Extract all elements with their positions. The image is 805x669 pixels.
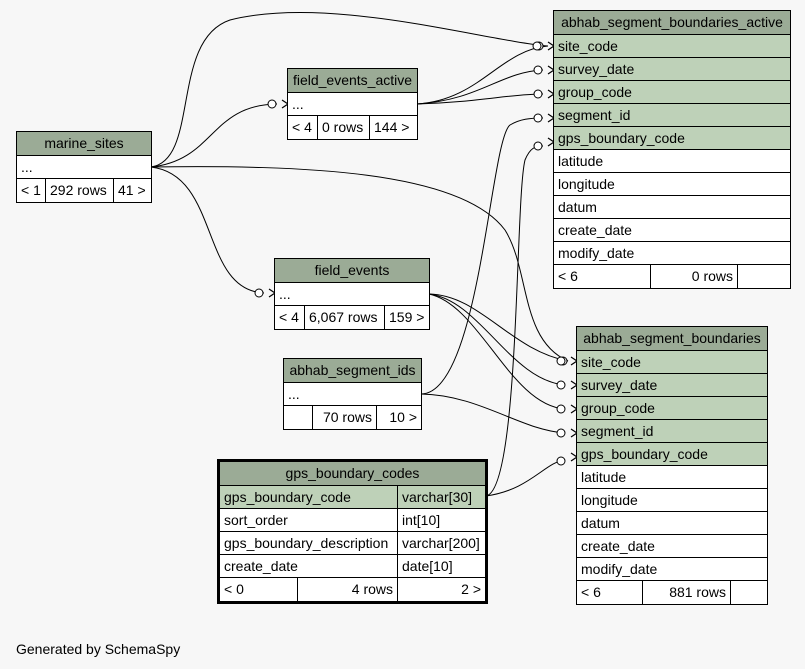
column-site-code: site_code xyxy=(554,35,790,58)
column-gps-boundary-code: gps_boundary_code xyxy=(554,127,790,150)
edge-segids-to-boundaries-segment-id xyxy=(420,393,566,434)
table-abhab-segment-boundaries-active[interactable]: abhab_segment_boundaries_active site_cod… xyxy=(553,10,791,289)
table-title[interactable]: marine_sites xyxy=(17,132,151,156)
table-footer: < 6 0 rows xyxy=(554,265,790,288)
column-latitude: latitude xyxy=(577,466,767,489)
table-title[interactable]: gps_boundary_codes xyxy=(220,462,485,486)
column-row: ... xyxy=(288,93,417,116)
table-field-events[interactable]: field_events ... < 4 6,067 rows 159 > xyxy=(274,258,430,330)
generated-by-text: Generated by SchemaSpy xyxy=(16,641,181,657)
edge-fea-to-active-survey-date xyxy=(416,69,544,105)
table-field-events-active[interactable]: field_events_active ... < 4 0 rows 144 > xyxy=(287,68,418,140)
column-create-date: create_date xyxy=(554,219,790,242)
table-title[interactable]: field_events xyxy=(275,259,429,283)
children-count[interactable]: 41 > xyxy=(118,182,146,198)
column-create-date: create_date xyxy=(577,535,767,558)
children-count[interactable]: 10 > xyxy=(389,409,417,425)
edge-marine-sites-to-field-events xyxy=(150,166,265,294)
edge-marine-sites-to-active-site-code xyxy=(150,12,549,168)
table-title[interactable]: field_events_active xyxy=(288,69,417,93)
edge-fe-to-boundaries-group-code xyxy=(428,293,566,410)
edge-gps-to-active-gps-code xyxy=(485,145,544,497)
column-create-date: create_date date[10] xyxy=(220,555,485,578)
column-segment-id: segment_id xyxy=(577,420,767,443)
children-count xyxy=(738,265,790,288)
edge-segids-to-active-segment-id xyxy=(420,117,544,395)
edge-marine-sites-to-boundaries-site-code xyxy=(150,166,569,362)
column-group-code: group_code xyxy=(577,397,767,420)
column-group-code: group_code xyxy=(554,81,790,104)
column-survey-date: survey_date xyxy=(554,58,790,81)
column-longitude: longitude xyxy=(554,173,790,196)
row-count: 4 rows xyxy=(298,578,398,601)
table-footer: < 4 0 rows 144 > xyxy=(288,116,417,139)
column-datum: datum xyxy=(554,196,790,219)
column-modify-date: modify_date xyxy=(577,558,767,581)
column-gps-boundary-code: gps_boundary_code xyxy=(577,443,767,466)
table-gps-boundary-codes[interactable]: gps_boundary_codes gps_boundary_code var… xyxy=(217,459,488,604)
edge-fe-to-boundaries-survey-date xyxy=(428,293,566,386)
table-footer: < 1 292 rows 41 > xyxy=(17,179,151,202)
parents-count: < 0 xyxy=(220,578,298,601)
column-type: int[10] xyxy=(402,512,441,528)
children-count[interactable]: 2 > xyxy=(461,581,481,597)
edge-marine-sites-to-field-events-active xyxy=(150,103,278,168)
column-row: ... xyxy=(17,156,151,179)
column-latitude: latitude xyxy=(554,150,790,173)
table-abhab-segment-ids[interactable]: abhab_segment_ids ... 70 rows 10 > xyxy=(283,358,422,430)
table-title[interactable]: abhab_segment_ids xyxy=(284,359,421,383)
column-name: gps_boundary_description xyxy=(220,532,398,554)
column-longitude: longitude xyxy=(577,489,767,512)
parents-count[interactable]: < 6 xyxy=(554,265,651,288)
column-gps-boundary-code: gps_boundary_code varchar[30] xyxy=(220,486,485,509)
table-title[interactable]: abhab_segment_boundaries xyxy=(577,327,767,351)
table-title[interactable]: abhab_segment_boundaries_active xyxy=(554,11,790,35)
row-count: 0 rows xyxy=(651,265,738,288)
row-count: 70 rows xyxy=(313,406,377,429)
column-datum: datum xyxy=(577,512,767,535)
column-type: date[10] xyxy=(402,558,453,574)
parents-count[interactable]: < 4 xyxy=(275,306,305,329)
column-modify-date: modify_date xyxy=(554,242,790,265)
children-count xyxy=(731,581,767,604)
row-count: 6,067 rows xyxy=(305,306,385,329)
table-marine-sites[interactable]: marine_sites ... < 1 292 rows 41 > xyxy=(16,131,152,203)
table-footer: < 4 6,067 rows 159 > xyxy=(275,306,429,329)
column-row: ... xyxy=(284,383,421,406)
column-sort-order: sort_order int[10] xyxy=(220,509,485,532)
column-name: sort_order xyxy=(220,509,398,531)
column-name: create_date xyxy=(220,555,398,577)
parents-count[interactable]: < 1 xyxy=(17,179,46,202)
column-row: ... xyxy=(275,283,429,306)
column-type: varchar[200] xyxy=(402,535,480,551)
column-survey-date: survey_date xyxy=(577,374,767,397)
children-count[interactable]: 144 > xyxy=(374,119,410,135)
parents-count[interactable]: < 6 xyxy=(577,581,643,604)
column-gps-boundary-description: gps_boundary_description varchar[200] xyxy=(220,532,485,555)
column-name: gps_boundary_code xyxy=(220,486,398,508)
row-count: 881 rows xyxy=(643,581,731,604)
column-site-code: site_code xyxy=(577,351,767,374)
column-type: varchar[30] xyxy=(402,489,473,505)
table-abhab-segment-boundaries[interactable]: abhab_segment_boundaries site_code surve… xyxy=(576,326,768,605)
table-footer: 70 rows 10 > xyxy=(284,406,421,429)
children-count[interactable]: 159 > xyxy=(389,309,425,325)
edge-fea-to-active-group-code xyxy=(416,93,544,105)
row-count: 0 rows xyxy=(318,116,370,139)
parents-count xyxy=(284,406,313,429)
table-footer: < 0 4 rows 2 > xyxy=(220,578,485,601)
row-count: 292 rows xyxy=(46,179,114,202)
parents-count[interactable]: < 4 xyxy=(288,116,318,139)
edge-fea-to-active-site-code xyxy=(416,45,549,105)
edge-fe-to-boundaries-site-code xyxy=(428,293,569,362)
column-segment-id: segment_id xyxy=(554,104,790,127)
table-footer: < 6 881 rows xyxy=(577,581,767,604)
